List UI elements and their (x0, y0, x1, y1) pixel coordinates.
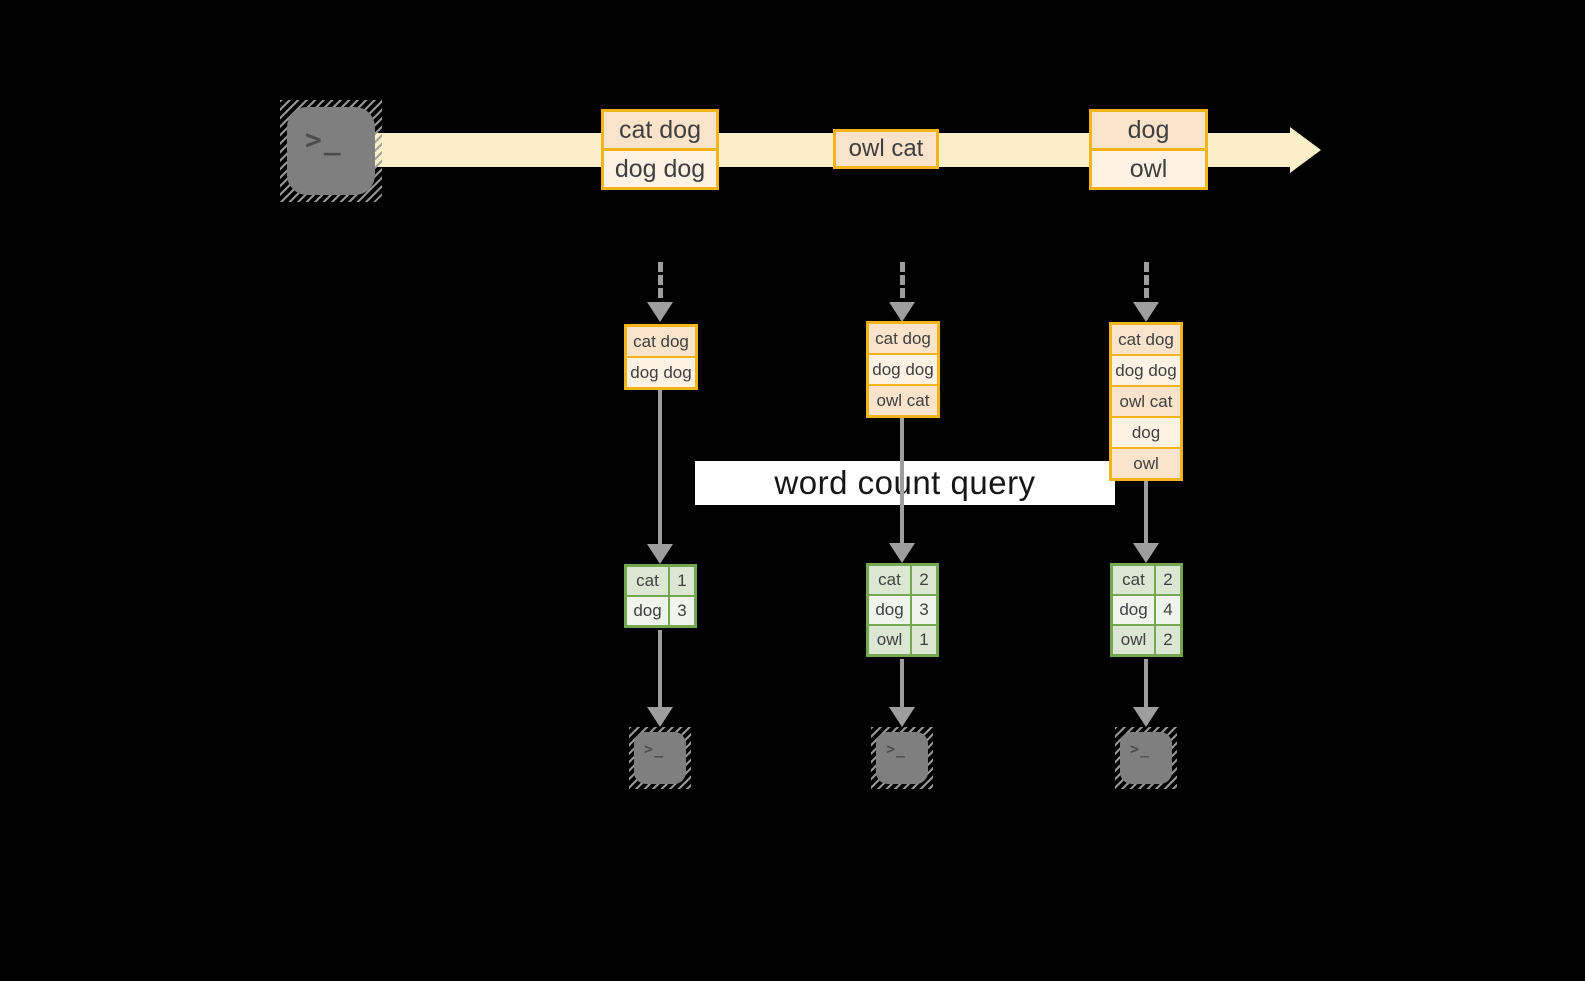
arrowhead-icon (1133, 302, 1159, 322)
count-value: 1 (670, 567, 694, 595)
stream-event-3: dog owl (1089, 109, 1208, 190)
count-word: cat (627, 567, 670, 595)
count-word: cat (1113, 566, 1156, 594)
count-row: dog 3 (627, 595, 694, 625)
stream-to-buffer-arrow-3 (1133, 262, 1159, 322)
count-word: cat (869, 566, 912, 594)
arrow-line (1144, 659, 1148, 707)
stream-event-2: owl cat (833, 129, 939, 169)
count-word: dog (627, 597, 670, 625)
count-value: 2 (1156, 626, 1180, 654)
arrowhead-icon (647, 544, 673, 564)
producer-terminal-icon: >_ (280, 100, 382, 202)
arrow-line (658, 630, 662, 707)
terminal-screen: >_ (634, 732, 686, 784)
buffer-cell: dog dog (627, 356, 695, 387)
dashed-line (899, 262, 905, 298)
arrowhead-icon (889, 302, 915, 322)
count-table-3: cat 2 dog 4 owl 2 (1110, 563, 1183, 657)
count-word: dog (1113, 596, 1156, 624)
count-row: owl 1 (869, 624, 936, 654)
stream-event-cell: dog (1092, 112, 1205, 148)
count-value: 3 (670, 597, 694, 625)
count-row: cat 2 (1113, 566, 1180, 594)
buffer-cell: cat dog (869, 324, 937, 353)
terminal-prompt-icon: >_ (644, 740, 665, 758)
count-row: cat 1 (627, 567, 694, 595)
buffer-cell: owl (1112, 447, 1180, 478)
count-value: 2 (1156, 566, 1180, 594)
buffer-stack-3: cat dog dog dog owl cat dog owl (1109, 322, 1183, 481)
arrowhead-icon (647, 707, 673, 727)
counts-to-consumer-arrow-2 (889, 659, 915, 727)
arrow-line (900, 659, 904, 707)
buffer-stack-1: cat dog dog dog (624, 324, 698, 390)
stream-event-cell: owl cat (836, 132, 936, 166)
stream-arrowhead-icon (1290, 127, 1321, 173)
consumer-terminal-icon-1: >_ (629, 727, 691, 789)
stream-event-cell: cat dog (604, 112, 716, 148)
counts-to-consumer-arrow-3 (1133, 659, 1159, 727)
stream-event-cell: dog dog (604, 148, 716, 187)
buffer-to-counts-arrow-3 (1133, 481, 1159, 563)
buffer-to-counts-arrow-1 (647, 390, 673, 564)
dashed-line (1143, 262, 1149, 298)
terminal-prompt-icon: >_ (305, 123, 343, 156)
arrowhead-icon (889, 543, 915, 563)
buffer-to-counts-arrow-2 (889, 418, 915, 563)
buffer-cell: dog dog (869, 353, 937, 384)
count-table-2: cat 2 dog 3 owl 1 (866, 563, 939, 657)
count-word: dog (869, 596, 912, 624)
arrow-line (900, 418, 904, 543)
count-word: owl (869, 626, 912, 654)
arrowhead-icon (1133, 707, 1159, 727)
terminal-prompt-icon: >_ (1130, 740, 1151, 758)
stream-event-cell: owl (1092, 148, 1205, 187)
stream-to-buffer-arrow-2 (889, 262, 915, 322)
buffer-cell: owl cat (869, 384, 937, 415)
buffer-cell: owl cat (1112, 385, 1180, 416)
terminal-prompt-icon: >_ (886, 740, 907, 758)
stream-to-buffer-arrow-1 (647, 262, 673, 322)
buffer-stack-2: cat dog dog dog owl cat (866, 321, 940, 418)
count-row: cat 2 (869, 566, 936, 594)
terminal-screen: >_ (287, 107, 375, 195)
arrowhead-icon (647, 302, 673, 322)
count-value: 3 (912, 596, 936, 624)
terminal-screen: >_ (876, 732, 928, 784)
buffer-cell: dog dog (1112, 354, 1180, 385)
count-row: dog 4 (1113, 594, 1180, 624)
counts-to-consumer-arrow-1 (647, 630, 673, 727)
arrowhead-icon (889, 707, 915, 727)
query-label: word count query (774, 464, 1036, 501)
count-value: 2 (912, 566, 936, 594)
stream-event-1: cat dog dog dog (601, 109, 719, 190)
consumer-terminal-icon-3: >_ (1115, 727, 1177, 789)
arrow-line (1144, 481, 1148, 543)
buffer-cell: cat dog (1112, 325, 1180, 354)
query-label-band: word count query (695, 461, 1115, 505)
buffer-cell: dog (1112, 416, 1180, 447)
consumer-terminal-icon-2: >_ (871, 727, 933, 789)
count-value: 1 (912, 626, 936, 654)
count-row: dog 3 (869, 594, 936, 624)
buffer-cell: cat dog (627, 327, 695, 356)
count-table-1: cat 1 dog 3 (624, 564, 697, 628)
arrowhead-icon (1133, 543, 1159, 563)
terminal-screen: >_ (1120, 732, 1172, 784)
dashed-line (657, 262, 663, 298)
count-value: 4 (1156, 596, 1180, 624)
count-row: owl 2 (1113, 624, 1180, 654)
arrow-line (658, 390, 662, 544)
count-word: owl (1113, 626, 1156, 654)
